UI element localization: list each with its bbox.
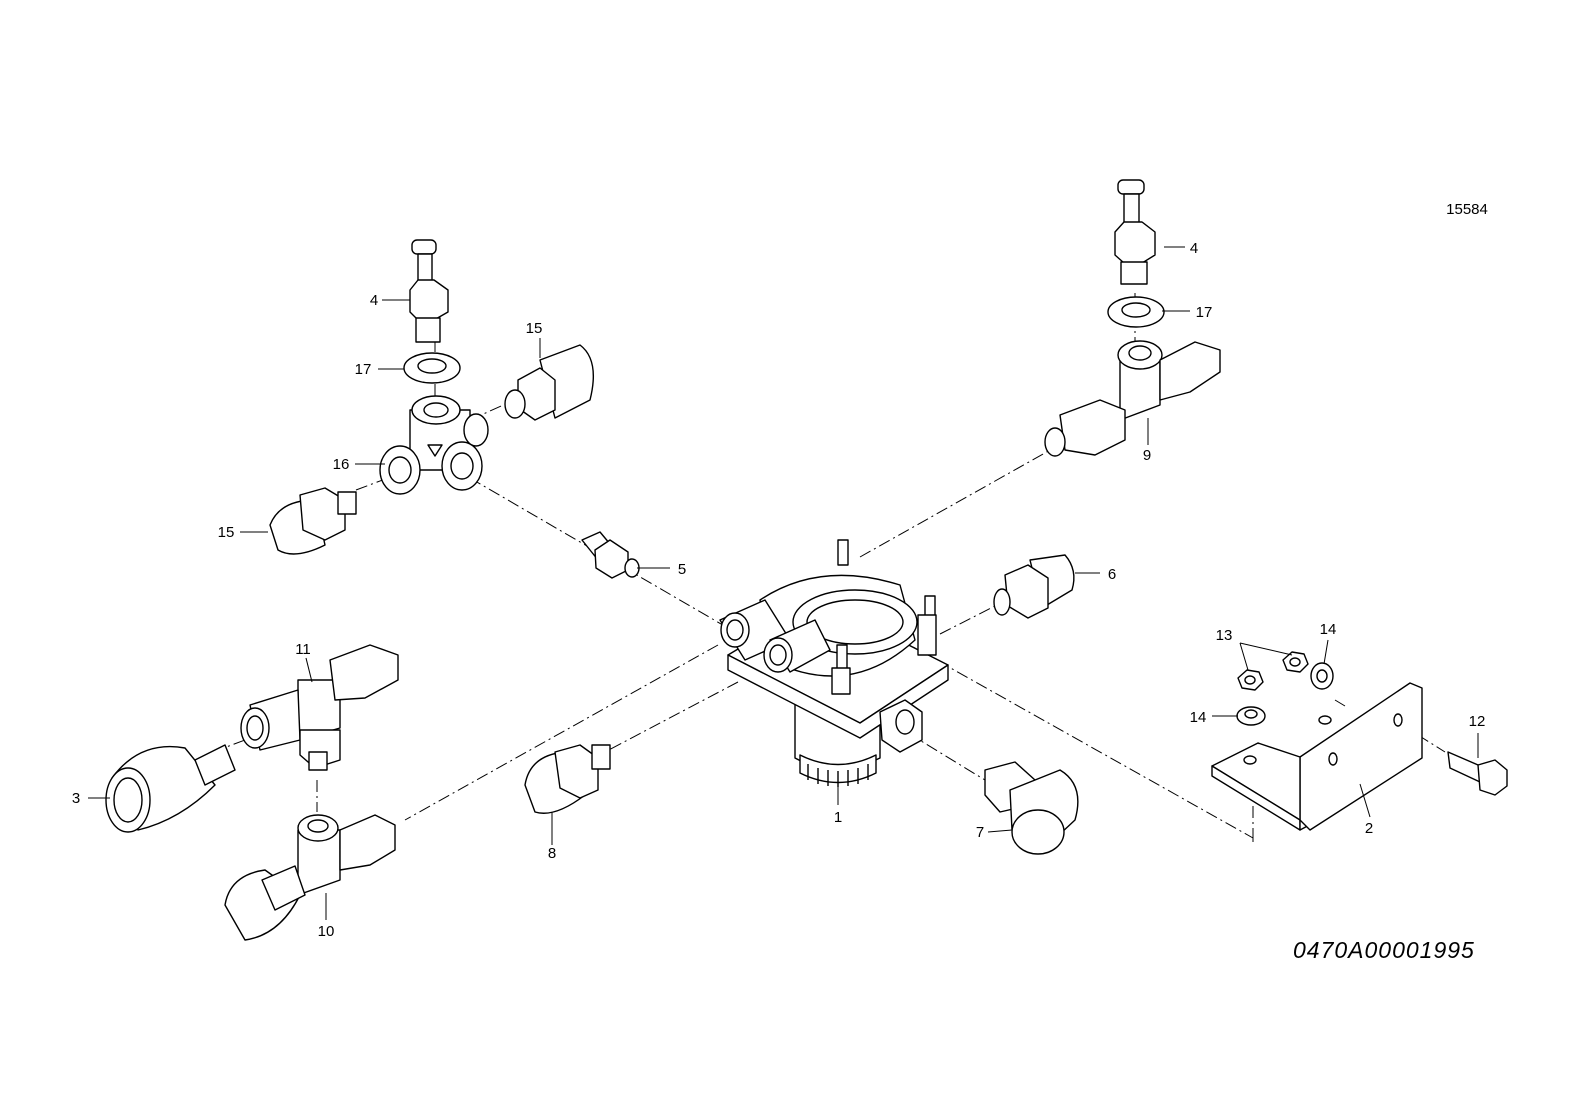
tee-part-11: [240, 644, 399, 771]
elbow-part-7: [984, 761, 1079, 855]
callout-13: 13: [1216, 627, 1233, 644]
callout-17-left: 17: [355, 361, 372, 378]
relief-valve-part-4-left: [409, 239, 449, 343]
plug-part-15-upper: [504, 344, 594, 421]
callout-15-upper: 15: [526, 320, 543, 337]
washer-part-17-right: [1107, 296, 1165, 328]
bracket-part-2: [1211, 682, 1423, 831]
plug-part-8: [524, 744, 611, 814]
callout-8: 8: [548, 845, 556, 862]
leader-lines: [88, 246, 1479, 920]
bolt-part-12: [1447, 751, 1508, 796]
nut-part-13-lower: [1237, 669, 1264, 691]
callout-14-lower: 14: [1190, 709, 1207, 726]
plug-part-6: [993, 554, 1075, 619]
figure-code: 15584: [1446, 201, 1488, 218]
callout-7: 7: [976, 824, 984, 841]
callout-14-upper: 14: [1320, 621, 1337, 638]
washer-part-14-lower: [1236, 706, 1266, 726]
callout-3: 3: [72, 790, 80, 807]
callout-17-right: 17: [1196, 304, 1213, 321]
nipple-part-5: [581, 531, 640, 579]
nut-part-13-upper: [1282, 651, 1309, 673]
callout-9: 9: [1143, 447, 1151, 464]
washer-part-17-left: [403, 352, 461, 384]
callout-12: 12: [1469, 713, 1486, 730]
drawing-number: 0470A00001995: [1293, 937, 1475, 963]
cross-fitting-part-16: [379, 395, 489, 495]
valve-body-part-1: [719, 539, 949, 787]
callout-4-left: 4: [370, 292, 378, 309]
plug-part-15-lower: [269, 487, 357, 555]
washer-part-14-upper: [1310, 662, 1334, 690]
tee-part-9: [1044, 340, 1221, 457]
callout-16: 16: [333, 456, 350, 473]
callout-2: 2: [1365, 820, 1373, 837]
callout-4-right: 4: [1190, 240, 1198, 257]
callout-11: 11: [295, 641, 311, 658]
relief-valve-part-4-right: [1114, 179, 1156, 285]
callout-15-lower: 15: [218, 524, 235, 541]
callout-labels: 1 2 3 4 4 5 6 7 8 9 10 11 12 13 14 14 15…: [72, 240, 1486, 940]
callout-5: 5: [678, 561, 686, 578]
coupling-part-3: [105, 744, 236, 833]
callout-10: 10: [318, 923, 335, 940]
callout-6: 6: [1108, 566, 1116, 583]
tee-part-10: [224, 814, 396, 941]
callout-1: 1: [834, 809, 842, 826]
